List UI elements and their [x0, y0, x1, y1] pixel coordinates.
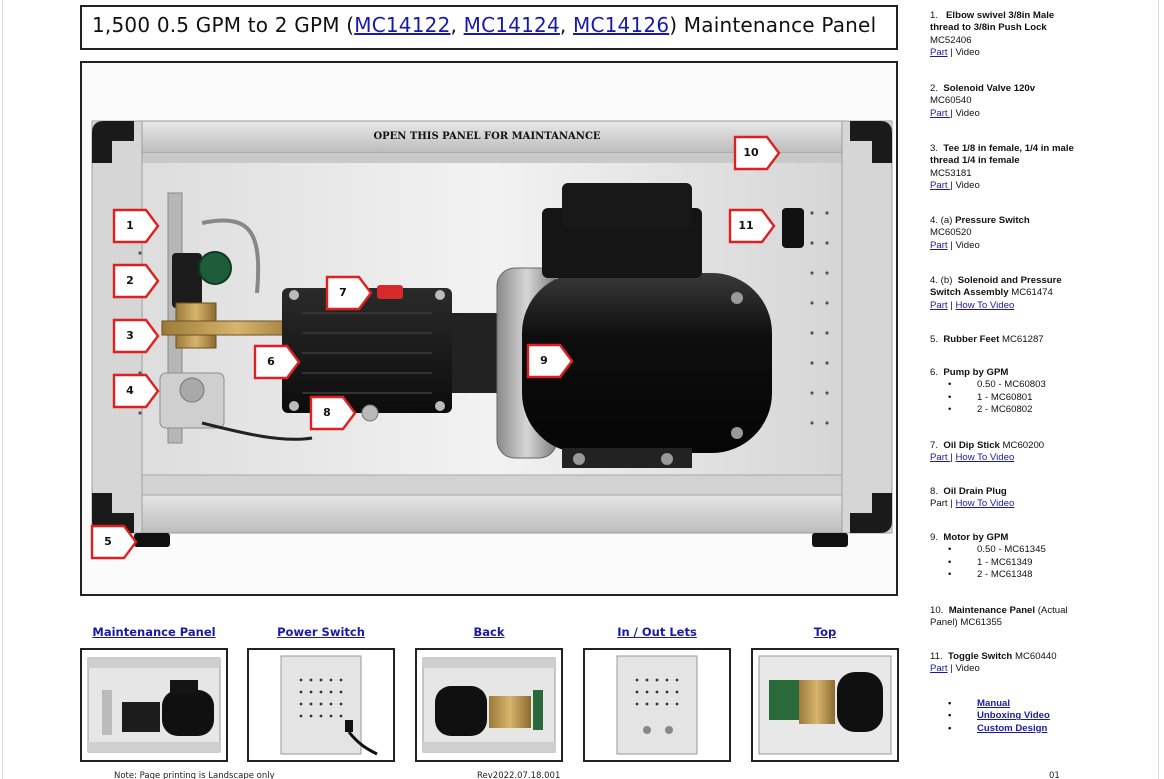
part-name: Maintenance Panel [948, 605, 1036, 616]
pump-option: 0.50 - MC60803 [930, 379, 1075, 392]
part-name: Pressure Switch [955, 215, 1030, 226]
title-suffix: ) Maintenance Panel [669, 13, 877, 37]
nav-maintenance-panel[interactable]: Maintenance Panel [92, 625, 216, 639]
thumb-power-switch[interactable] [247, 648, 395, 762]
motor-option: 1 - MC61349 [930, 557, 1075, 570]
unboxing-video-link[interactable]: Unboxing Video [977, 710, 1050, 722]
part-item-11: 11. Toggle Switch MC60440 Part | Video [930, 651, 1057, 675]
video-text: Video [955, 239, 980, 251]
callout-11: 11 [728, 208, 776, 244]
panel-banner-text: OPEN THIS PANEL FOR MAINTANANCE [373, 131, 600, 142]
part-name: Toggle Switch [947, 651, 1013, 662]
how-to-video-link[interactable]: How To Video [955, 452, 1015, 464]
video-text: Video [955, 663, 980, 675]
video-text: Video [955, 179, 980, 191]
part-name: Oil Drain Plug [943, 486, 1007, 497]
part-item-4b: 4. (b) Solenoid and Pressure Switch Asse… [930, 275, 1062, 311]
footer-page-number: 01 [1049, 771, 1060, 779]
motor-option: 0.50 - MC61345 [930, 544, 1075, 557]
nav-back[interactable]: Back [473, 625, 505, 639]
nav-top[interactable]: Top [813, 625, 837, 639]
part-name: Rubber Feet [943, 334, 1000, 345]
model-link-mc14126[interactable]: MC14126 [573, 13, 670, 37]
nav-power-switch[interactable]: Power Switch [277, 625, 365, 639]
part-link[interactable]: Part [930, 107, 951, 119]
part-note: (Actual Panel) [930, 605, 1068, 629]
callout-3: 3 [112, 318, 160, 354]
how-to-video-link[interactable]: How To Video [955, 498, 1015, 510]
part-text: Part [930, 498, 948, 510]
resource-links: Manual Unboxing Video Custom Design [930, 698, 1080, 735]
custom-design-link[interactable]: Custom Design [977, 722, 1048, 734]
callout-10: 10 [733, 135, 781, 171]
motor-option: 2 - MC61348 [930, 569, 1075, 582]
nav-in-out-lets[interactable]: In / Out Lets [617, 625, 697, 639]
footer-revision: Rev2022.07.18.001 [477, 771, 561, 779]
callout-6: 6 [253, 344, 301, 380]
model-link-mc14122[interactable]: MC14122 [354, 13, 451, 37]
part-code: MC53181 [930, 167, 972, 179]
video-text: Video [955, 107, 980, 119]
part-name: Motor by GPM [943, 532, 1009, 543]
part-item-1: 1. Elbow swivel 3/8in Male thread to 3/8… [930, 10, 1075, 59]
part-item-5: 5. Rubber Feet MC61287 [930, 334, 1044, 345]
part-name: Elbow swivel 3/8in Male thread to 3/8in … [930, 10, 1055, 34]
how-to-video-link[interactable]: How To Video [955, 299, 1015, 311]
maintenance-panel-photo: OPEN THIS PANEL FOR MAINTANANCE 1 2 3 4 … [80, 61, 898, 596]
thumb-back[interactable] [415, 648, 563, 762]
part-code: MC52406 [930, 34, 972, 46]
part-name: Solenoid and Pressure Switch Assembly [930, 275, 1062, 299]
manual-link[interactable]: Manual [977, 698, 1011, 709]
part-link[interactable]: Part [930, 663, 948, 675]
part-code: MC61474 [1011, 287, 1053, 299]
part-name: Solenoid Valve 120v [943, 83, 1036, 94]
part-item-10: 10. Maintenance Panel (Actual Panel) MC6… [930, 605, 1068, 629]
thumb-maintenance-panel[interactable] [80, 648, 228, 762]
callout-1: 1 [112, 208, 160, 244]
part-item-2: 2. Solenoid Valve 120v MC60540 Part | Vi… [930, 83, 1075, 120]
part-item-4a: 4. (a) Pressure Switch MC60520 Part | Vi… [930, 215, 1075, 252]
part-link[interactable]: Part [930, 299, 948, 311]
callout-9: 9 [526, 343, 574, 379]
part-item-8: 8. Oil Drain Plug Part | How To Video [930, 486, 1015, 510]
part-code: MC60540 [930, 95, 972, 107]
page-border-right [1158, 0, 1159, 779]
page-title: 1,500 0.5 GPM to 2 GPM (MC14122, MC14124… [80, 5, 898, 50]
pump-option: 1 - MC60801 [930, 392, 1075, 405]
part-name: Pump by GPM [943, 367, 1009, 378]
part-item-3: 3. Tee 1/8 in female, 1/4 in male thread… [930, 143, 1074, 191]
title-prefix: 1,500 0.5 GPM to 2 GPM ( [92, 13, 355, 37]
model-link-mc14124[interactable]: MC14124 [463, 13, 560, 37]
callout-4: 4 [112, 373, 160, 409]
panel-illustration: OPEN THIS PANEL FOR MAINTANANCE [91, 120, 893, 547]
callout-7: 7 [325, 275, 373, 311]
footer-note: Note: Page printing is Landscape only [114, 771, 275, 779]
thumb-in-out-lets[interactable] [583, 648, 731, 762]
part-code: MC61355 [960, 617, 1003, 629]
callout-5: 5 [90, 524, 138, 560]
part-item-7: 7. Oil Dip Stick MC60200 Part | How To V… [930, 440, 1045, 464]
title-sep: , [559, 13, 573, 37]
part-link[interactable]: Part [930, 239, 948, 251]
callout-2: 2 [112, 263, 160, 299]
part-item-9: 9. Motor by GPM 0.50 - MC61345 1 - MC613… [930, 532, 1075, 581]
pump-option: 2 - MC60802 [930, 404, 1075, 417]
part-link[interactable]: Part [930, 452, 951, 464]
page-border-left [2, 0, 3, 779]
part-code: MC61287 [1002, 334, 1044, 345]
thumb-top[interactable] [751, 648, 899, 762]
part-item-6: 6. Pump by GPM 0.50 - MC60803 1 - MC6080… [930, 367, 1075, 416]
part-code: MC60520 [930, 227, 972, 239]
part-code: MC60200 [1002, 440, 1045, 451]
callout-8: 8 [309, 395, 357, 431]
title-sep: , [450, 13, 464, 37]
part-link[interactable]: Part [930, 179, 951, 191]
part-link[interactable]: Part [930, 46, 948, 58]
part-code: MC60440 [1014, 651, 1057, 662]
video-text: Video [955, 46, 980, 58]
part-name: Oil Dip Stick [943, 440, 1000, 451]
part-name: Tee 1/8 in female, 1/4 in male thread 1/… [930, 143, 1074, 167]
